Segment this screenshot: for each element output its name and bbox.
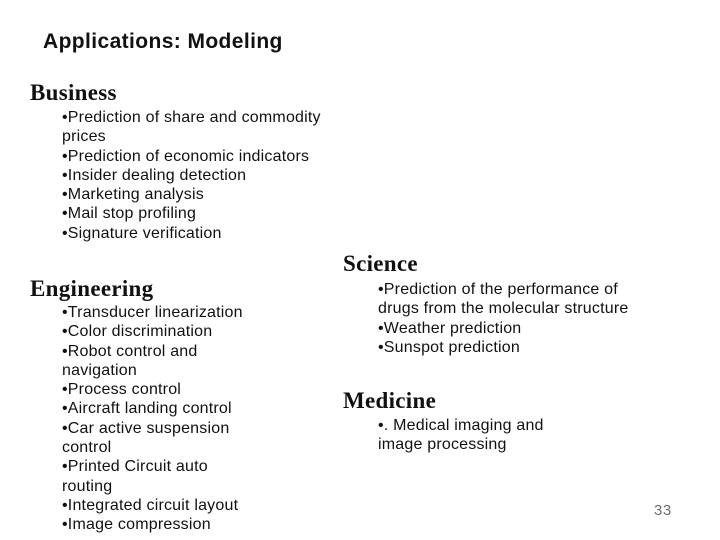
list-item: •Integrated circuit layout [62, 496, 239, 514]
bullet-list-science: •Prediction of the performance of drugs … [378, 280, 690, 357]
list-item: •Image compression [62, 516, 211, 534]
section-heading-business: Business [30, 80, 117, 105]
list-item: •Insider dealing detection [62, 166, 247, 184]
bullet-list-medicine: •. Medical imaging and image processing [378, 416, 678, 455]
list-item: •Aircraft landing control [62, 400, 232, 418]
list-item: •Signature verification [62, 224, 222, 242]
list-item: •Prediction of the performance of drugs … [378, 281, 629, 318]
list-item: •Car active suspension control [62, 419, 230, 457]
list-item: •Printed Circuit auto routing [62, 458, 208, 495]
page-number: 33 [654, 502, 672, 519]
list-item: •. Medical imaging and image processing [378, 417, 544, 454]
slide-title: Applications: Modeling [43, 30, 283, 53]
bullet-list-engineering: •Transducer linearization •Color discrim… [62, 303, 302, 535]
bullet-list-business: •Prediction of share and commodity price… [62, 108, 384, 243]
list-item: •Robot control and navigation [62, 342, 198, 379]
list-item: •Process control [62, 381, 182, 399]
list-item: •Color discrimination [62, 323, 213, 341]
section-heading-engineering: Engineering [30, 276, 154, 301]
list-item: •Prediction of economic indicators [62, 147, 310, 165]
list-item: •Transducer linearization [62, 304, 243, 321]
list-item: •Prediction of share and commodity price… [62, 109, 321, 146]
list-item: •Sunspot prediction [378, 338, 520, 356]
section-heading-science: Science [343, 251, 418, 276]
list-item: •Weather prediction [378, 319, 522, 337]
section-heading-medicine: Medicine [343, 388, 437, 413]
list-item: •Marketing analysis [62, 186, 204, 204]
list-item: •Mail stop profiling [62, 205, 197, 223]
